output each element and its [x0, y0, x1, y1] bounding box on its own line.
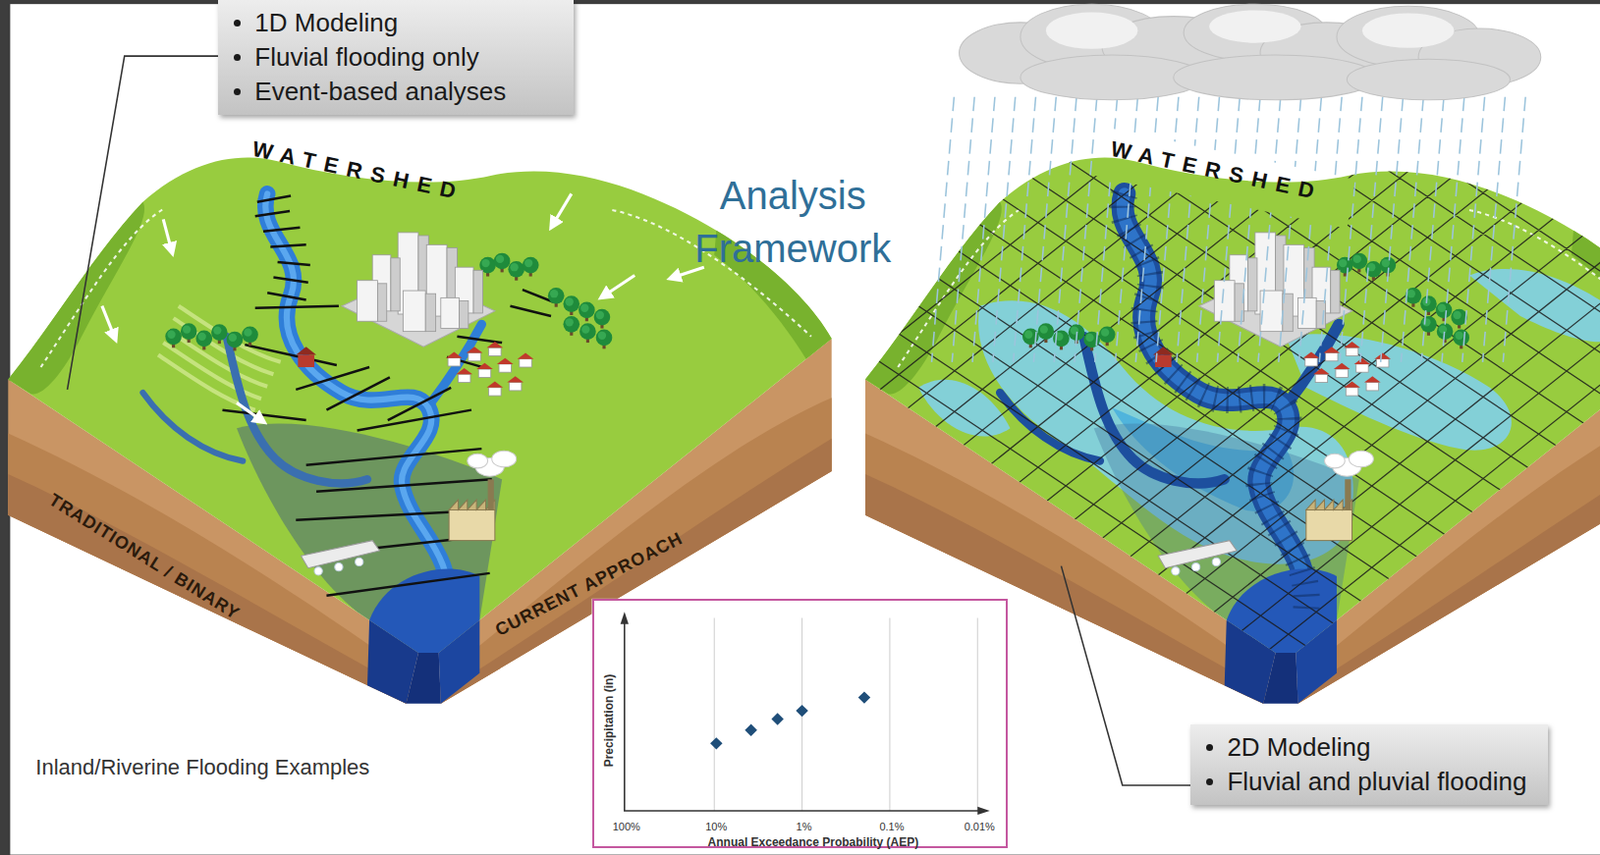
data-point: [771, 713, 783, 725]
flow-arrow: [604, 275, 635, 297]
traditional-block: [295, 341, 534, 396]
bullet-item: 1D Modeling: [233, 5, 556, 41]
aep-chart: [977, 807, 990, 816]
cloud-highlight: [1046, 11, 1139, 49]
flow-arrow: [102, 193, 705, 421]
bullet-dot: [1206, 744, 1214, 752]
bullet-dot: [1206, 778, 1214, 786]
rain-streaks: [932, 97, 1527, 363]
callout-box: 1D ModelingFluvial flooding onlyEvent-ba…: [218, 0, 574, 115]
flow-arrow: [236, 402, 262, 421]
cloud-highlight: [1209, 9, 1302, 43]
tick-label: 0.1%: [879, 821, 904, 833]
cloud: [1346, 58, 1510, 101]
current-block: [1158, 541, 1237, 576]
traditional-block: [300, 541, 380, 576]
caption-note: Inland/Riverine Flooding Examples: [35, 755, 370, 781]
current-block: [1153, 341, 1391, 396]
data-point: [710, 691, 871, 750]
aep-chart: [592, 599, 1009, 850]
callout-text: 1D Modeling: [254, 5, 398, 41]
flow-arrow: [163, 219, 171, 250]
callout-box: 2D ModelingFluvial and pluvial flooding: [1190, 724, 1548, 806]
tick-label: 100%: [612, 821, 641, 833]
tick-label: 10%: [705, 821, 727, 833]
leader-line: [1060, 566, 1191, 786]
data-point: [744, 724, 757, 737]
callout-text: Fluvial and pluvial flooding: [1226, 765, 1527, 800]
bullet-dot: [233, 54, 241, 61]
bullet-item: Event-based analyses: [233, 74, 556, 110]
traditional-block: [341, 232, 496, 347]
bullet-dot: [233, 19, 241, 27]
bullet-item: Fluvial and pluvial flooding: [1206, 765, 1531, 800]
flow-arrow: [552, 193, 572, 224]
cloud: [959, 3, 1542, 101]
callout-text: 2D Modeling: [1226, 730, 1371, 766]
block-face-label: CURRENT APPROACH: [492, 528, 687, 642]
watershed-label: WATERSHED: [249, 136, 467, 207]
rain-cloud: [932, 3, 1542, 363]
aep-chart: [592, 599, 1009, 850]
block-face-label: TRADITIONAL / BINARY: [45, 490, 244, 625]
flow-arrow: [102, 306, 114, 337]
river: [142, 392, 243, 462]
bullet-item: 2D Modeling: [1206, 730, 1531, 766]
watershed-label: WATERSHED: [1108, 136, 1326, 207]
current-block: [1306, 450, 1375, 541]
data-point: [858, 691, 871, 704]
data-point: [795, 705, 808, 718]
cloud-highlight: [1362, 13, 1455, 49]
leader-line: [67, 55, 220, 390]
chart-frame: Precipitation (in) 100% 10% 1% 0.1% 0.01% Annu…: [592, 599, 1009, 850]
river: [999, 392, 1101, 462]
farm-field: [158, 306, 281, 411]
axis-title: Precipitation (in): [602, 674, 616, 769]
axis-title: Annual Exceedance Probability (AEP): [708, 835, 920, 850]
cloud-highlight: [1046, 9, 1455, 49]
diagram-title: Analysis Framework: [645, 168, 940, 276]
callout-text: Event-based analyses: [254, 74, 506, 110]
current-block: [865, 157, 1600, 653]
data-point: [710, 737, 722, 750]
tick-label: 0.01%: [964, 821, 995, 833]
traditional-block: [448, 450, 517, 541]
traditional-block: [367, 568, 480, 704]
callout-text: Fluvial flooding only: [254, 40, 479, 75]
bullet-dot: [233, 88, 241, 96]
aep-chart: [624, 618, 983, 812]
aep-chart: [620, 611, 629, 624]
tick-label: 1%: [796, 821, 813, 833]
illustration-canvas: [7, 0, 1600, 855]
bullet-item: Fluvial flooding only: [233, 40, 556, 75]
aep-chart: [714, 618, 978, 812]
